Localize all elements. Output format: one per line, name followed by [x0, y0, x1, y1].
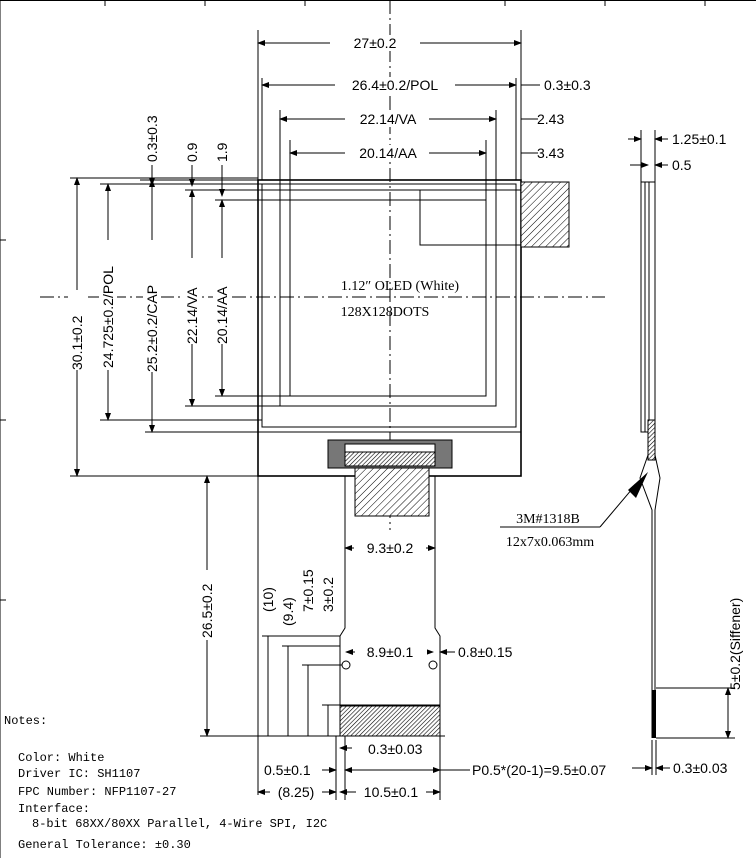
fpc-contacts	[339, 705, 441, 737]
dim-side-fpc-thick: 0.3±0.03	[673, 760, 728, 776]
tape-size: 12x7x0.063mm	[506, 535, 594, 550]
side-view: 1.25±0.1 0.5 5±0.2(Siffener) 0.3±0.03	[628, 130, 743, 776]
dim-width-aa: 20.14/AA	[359, 145, 417, 161]
dim-width-27: 27±0.2	[354, 35, 397, 51]
dim-height-pol: 24.725±0.2/POL	[100, 266, 116, 368]
dim-pin-pitch: P0.5*(20-1)=9.5±0.07	[472, 762, 606, 778]
dim-fpc-3: 3±0.2	[320, 577, 336, 612]
fpc-dimensions: 9.3±0.2 26.5±0.2 (10) (9.4) 7±0.15 3±0.2…	[198, 475, 606, 800]
dim-stiffener: 5±0.2(Siffener)	[727, 598, 743, 690]
dim-fpc-width: 9.3±0.2	[367, 540, 414, 556]
display-title: 1.12″ OLED (White)	[341, 279, 460, 294]
module-front-view	[257, 179, 570, 517]
dim-offset-aa: 3.43	[537, 145, 564, 161]
note-3: FPC Number: NFP1107-27	[18, 785, 176, 799]
dim-offset-pol: 0.3±0.3	[544, 77, 591, 93]
note-5: General Tolerance: ±0.30	[18, 838, 191, 852]
notes-title: Notes:	[4, 714, 47, 728]
dim-fpc-7: 7±0.15	[300, 569, 316, 612]
dim-pin-width: 0.3±0.03	[368, 741, 423, 757]
note-4-detail: 8-bit 68XX/80XX Parallel, 4-Wire SPI, I2…	[32, 817, 327, 831]
dim-width-va: 22.14/VA	[360, 111, 417, 127]
left-dimensions: 30.1±0.2 24.725±0.2/POL 25.2±0.2/CAP 22.…	[68, 177, 290, 477]
dim-hole-spacing: 8.9±0.1	[367, 644, 414, 660]
display-resolution: 128X128DOTS	[341, 305, 430, 320]
dim-height-aa: 20.14/AA	[214, 286, 230, 344]
dim-pin-offset: 0.5±0.1	[264, 762, 311, 778]
dim-vert-19: 1.9	[214, 142, 230, 162]
dim-vert-03: 0.3±0.3	[144, 115, 160, 162]
stiffener-block	[354, 467, 430, 517]
dim-height-301: 30.1±0.2	[69, 315, 85, 370]
dim-width-pol: 26.4±0.2/POL	[352, 77, 439, 93]
dim-height-va: 22.14/VA	[184, 287, 200, 344]
fpc-tail	[335, 476, 445, 737]
dim-offset-va: 2.43	[537, 111, 564, 127]
notes-block: Notes: Color: White Driver IC: SH1107 FP…	[4, 714, 327, 852]
protective-film-tab	[520, 181, 570, 248]
dim-105: 10.5±0.1	[364, 784, 419, 800]
dim-side-thickness: 1.25±0.1	[672, 131, 727, 147]
note-1: Color: White	[18, 751, 104, 765]
tape-callout: 3M#1318B 12x7x0.063mm	[500, 472, 648, 550]
note-2: Driver IC: SH1107	[18, 767, 140, 781]
dim-height-cap: 25.2±0.2/CAP	[144, 285, 160, 372]
dim-side-05: 0.5	[672, 157, 692, 173]
dim-fpc-94: (9.4)	[280, 597, 296, 626]
tape-part-number: 3M#1318B	[516, 512, 580, 527]
dim-fpc-length: 26.5±0.2	[199, 583, 215, 638]
top-dimensions: 27±0.2 26.4±0.2/POL 0.3±0.3 22.14/VA 2.4…	[257, 30, 591, 200]
dim-825: (8.25)	[278, 784, 315, 800]
dim-fpc-10: (10)	[260, 587, 276, 612]
top-left-offsets: 0.3±0.3 0.9 1.9	[70, 115, 290, 201]
dim-vert-09: 0.9	[184, 142, 200, 162]
dim-hole-dia: 0.8±0.15	[458, 644, 513, 660]
note-4: Interface:	[18, 802, 90, 816]
